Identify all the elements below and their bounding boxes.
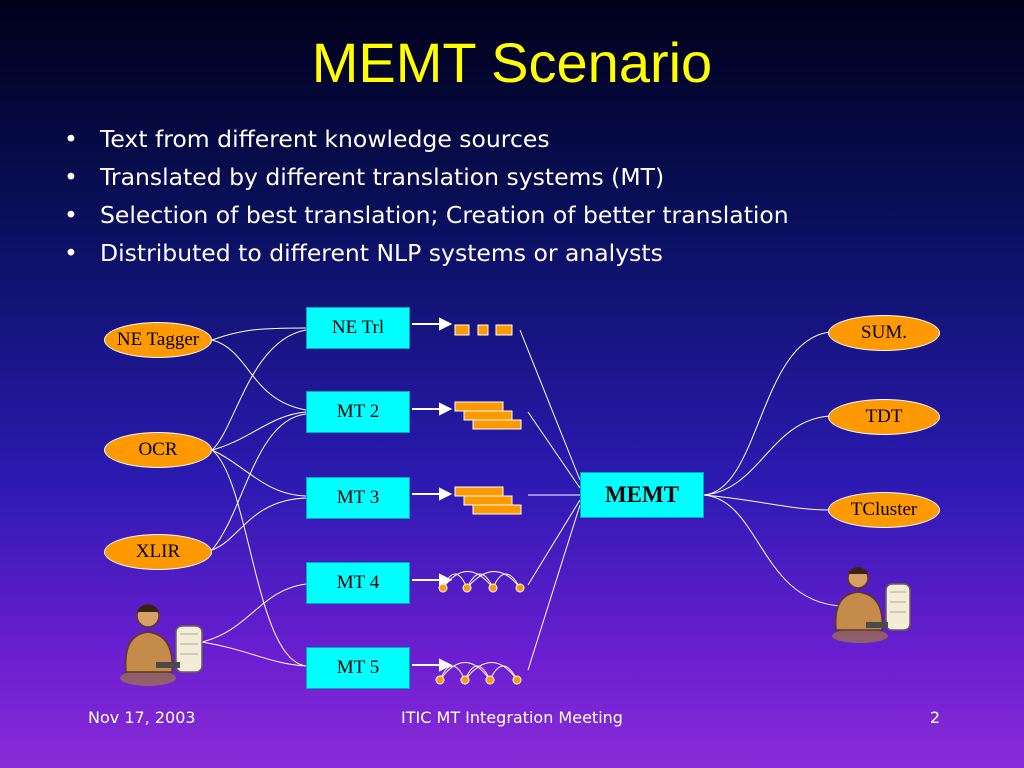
connector-line — [211, 327, 307, 341]
system-mt-5: MT 5 — [306, 647, 410, 689]
arrow-head-icon — [439, 487, 453, 501]
connector-line — [211, 339, 307, 411]
bullet-item: Text from different knowledge sources — [60, 120, 789, 158]
lattice-icon — [435, 662, 522, 685]
connector-line — [201, 583, 307, 643]
footer-date: Nov 17, 2003 — [88, 708, 196, 727]
bullet-list: Text from different knowledge sources Tr… — [60, 120, 789, 272]
bullet-item: Selection of best translation; Creation … — [60, 196, 789, 234]
arrow-head-icon — [439, 317, 453, 331]
connector-line — [211, 329, 307, 451]
connector-lines — [201, 327, 841, 671]
connector-line — [527, 499, 581, 586]
output-sum: SUM. — [828, 315, 940, 351]
system-mt-2: MT 2 — [306, 391, 410, 433]
output-tdt: TDT — [828, 399, 940, 435]
connector-line — [211, 413, 307, 551]
connector-line — [527, 504, 581, 671]
system-ne-trl: NE Trl — [306, 307, 410, 349]
connector-line — [201, 641, 307, 667]
footer-event: ITIC MT Integration Meeting — [401, 708, 623, 727]
connector-line — [211, 497, 307, 551]
connector-line — [703, 494, 831, 511]
connector-line — [703, 415, 831, 496]
memt-hub: MEMT — [580, 472, 704, 518]
bullet-item: Translated by different translation syst… — [60, 158, 789, 196]
connector-line — [211, 449, 307, 497]
connector-line — [519, 329, 581, 481]
source-ne-tagger: NE Tagger — [104, 322, 212, 358]
arrow-head-icon — [439, 402, 453, 416]
source-ocr: OCR — [104, 432, 212, 468]
arrow-head-icon — [439, 573, 453, 587]
source-xlir: XLIR — [104, 534, 212, 570]
system-mt-4: MT 4 — [306, 562, 410, 604]
arrow-group — [412, 317, 453, 672]
arrow-head-icon — [439, 658, 453, 672]
connector-line — [703, 494, 841, 607]
system-mt-3: MT 3 — [306, 477, 410, 519]
output-tcluster: TCluster — [828, 492, 940, 528]
stacked-docs-icon — [454, 401, 522, 430]
analyst-at-computer-icon — [832, 567, 911, 643]
stacked-docs-icon — [454, 486, 522, 515]
footer-page-number: 2 — [929, 708, 940, 727]
connector-line — [211, 449, 307, 667]
slide-title: MEMT Scenario — [311, 31, 713, 94]
analyst-at-computer-icon — [120, 604, 203, 686]
connector-line — [527, 411, 581, 489]
connector-line — [703, 331, 831, 496]
lattice-icon — [438, 571, 525, 593]
connector-line — [211, 411, 307, 451]
bullet-item: Distributed to different NLP systems or … — [60, 234, 789, 272]
tokens-icon — [454, 324, 513, 336]
